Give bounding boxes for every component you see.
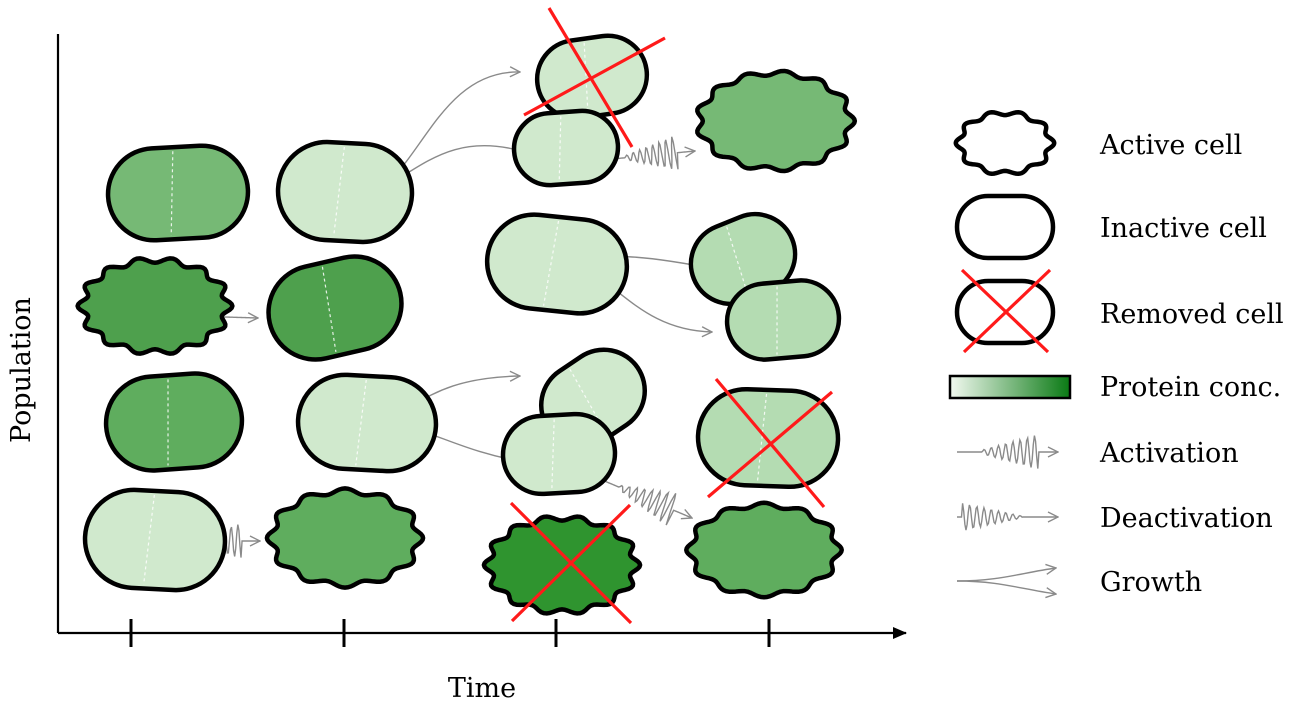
cell-seam-line <box>167 379 169 466</box>
cell-c2-4 <box>264 486 426 590</box>
cell-c2-1 <box>275 139 415 245</box>
cell-seam-line <box>542 220 560 306</box>
deactivation-arrow-icon <box>957 503 1058 531</box>
legend-item-deactivation: Deactivation <box>957 503 1273 534</box>
cell-body <box>105 143 251 243</box>
legend-wavy-cell-shape <box>953 110 1057 176</box>
rounded-cell-icon <box>954 193 1056 261</box>
cross-stroke-1 <box>523 36 666 117</box>
growth-arrow-icon <box>956 568 1056 594</box>
legend-label-protein: Protein conc. <box>1100 372 1281 403</box>
cell-seam-line <box>756 393 768 482</box>
legend-label-inactive: Inactive cell <box>1100 213 1267 244</box>
cell-body <box>264 486 426 590</box>
legend-growth-arrow-lower <box>956 580 1056 594</box>
crossed-cell-icon <box>954 268 1056 354</box>
transition-arrows <box>157 72 720 558</box>
legend-label-deactivation: Deactivation <box>1100 503 1273 534</box>
legend-activation-squiggle <box>957 435 1058 469</box>
cell-c4-3 <box>724 278 842 362</box>
gradient-bar-icon <box>948 374 1072 400</box>
cell-body <box>484 212 630 316</box>
cell-c2-3 <box>295 372 439 474</box>
cross-stroke-2 <box>547 7 634 148</box>
cell-seam-line <box>355 379 367 466</box>
x-axis-label: Time <box>448 673 516 704</box>
activation-arrow-col3-bottom <box>594 476 692 526</box>
cell-seam-line <box>170 151 174 236</box>
cell-body <box>724 278 842 362</box>
cell-body <box>266 254 404 362</box>
cell-body <box>295 372 439 474</box>
cross-stroke-2 <box>510 503 632 623</box>
axes: Time Population <box>6 34 907 704</box>
legend-deactivation-squiggle <box>957 503 1058 531</box>
legend-item-protein: Protein conc. <box>948 372 1281 403</box>
cell-body <box>695 387 841 489</box>
legend-label-activation: Activation <box>1099 438 1239 469</box>
legend-item-removed: Removed cell <box>954 268 1284 354</box>
legend-cross-stroke-2 <box>962 268 1052 354</box>
cell-seam-line <box>726 226 749 296</box>
removal-cross-c3-bottom <box>509 501 633 625</box>
cell-seam-line <box>558 116 562 181</box>
cell-c3-6 <box>481 514 643 616</box>
removal-cross-c4 <box>706 377 834 509</box>
cross-stroke-2 <box>714 377 826 509</box>
legend: Active cell Inactive cell Removed cell P… <box>948 110 1284 598</box>
activation-arrow-icon <box>957 435 1058 469</box>
cell-body <box>75 256 235 356</box>
x-axis-ticks <box>129 619 771 647</box>
removal-cross-c3-top <box>523 7 666 148</box>
cell-body <box>481 514 643 616</box>
cell-c1-4 <box>82 487 228 593</box>
legend-label-removed: Removed cell <box>1100 299 1284 330</box>
cell-body <box>695 68 858 174</box>
legend-item-growth: Growth <box>956 567 1202 598</box>
y-axis-label: Population <box>6 297 37 443</box>
cell-seam-line <box>321 266 337 353</box>
cell-body <box>500 411 618 497</box>
cell-c3-2 <box>511 108 621 188</box>
wavy-cell-icon <box>953 110 1057 176</box>
cell-seam-line <box>776 286 778 355</box>
cell-c1-2 <box>75 256 235 356</box>
legend-label-growth: Growth <box>1100 567 1202 598</box>
legend-growth-arrow-upper <box>956 568 1056 582</box>
cell-c3-5 <box>500 411 618 497</box>
cell-c4-1 <box>695 68 858 174</box>
cell-body <box>82 487 228 593</box>
cell-c2-2 <box>266 254 404 362</box>
cell-c3-3 <box>484 212 630 316</box>
cell-body <box>684 500 844 600</box>
cell-c1-1 <box>105 143 251 243</box>
cell-body <box>103 371 245 473</box>
cell-body <box>275 139 415 245</box>
cell-c4-4 <box>695 387 841 489</box>
cell-c1-3 <box>103 371 245 473</box>
cell-population <box>75 33 858 616</box>
legend-item-activation: Activation <box>957 435 1239 469</box>
legend-item-active: Active cell <box>953 110 1242 176</box>
cell-body <box>511 108 621 188</box>
legend-label-active: Active cell <box>1099 130 1242 161</box>
legend-rounded-cell-shape <box>954 193 1056 261</box>
legend-item-inactive: Inactive cell <box>954 193 1267 261</box>
removal-marks <box>509 7 834 625</box>
cell-c4-5 <box>684 500 844 600</box>
